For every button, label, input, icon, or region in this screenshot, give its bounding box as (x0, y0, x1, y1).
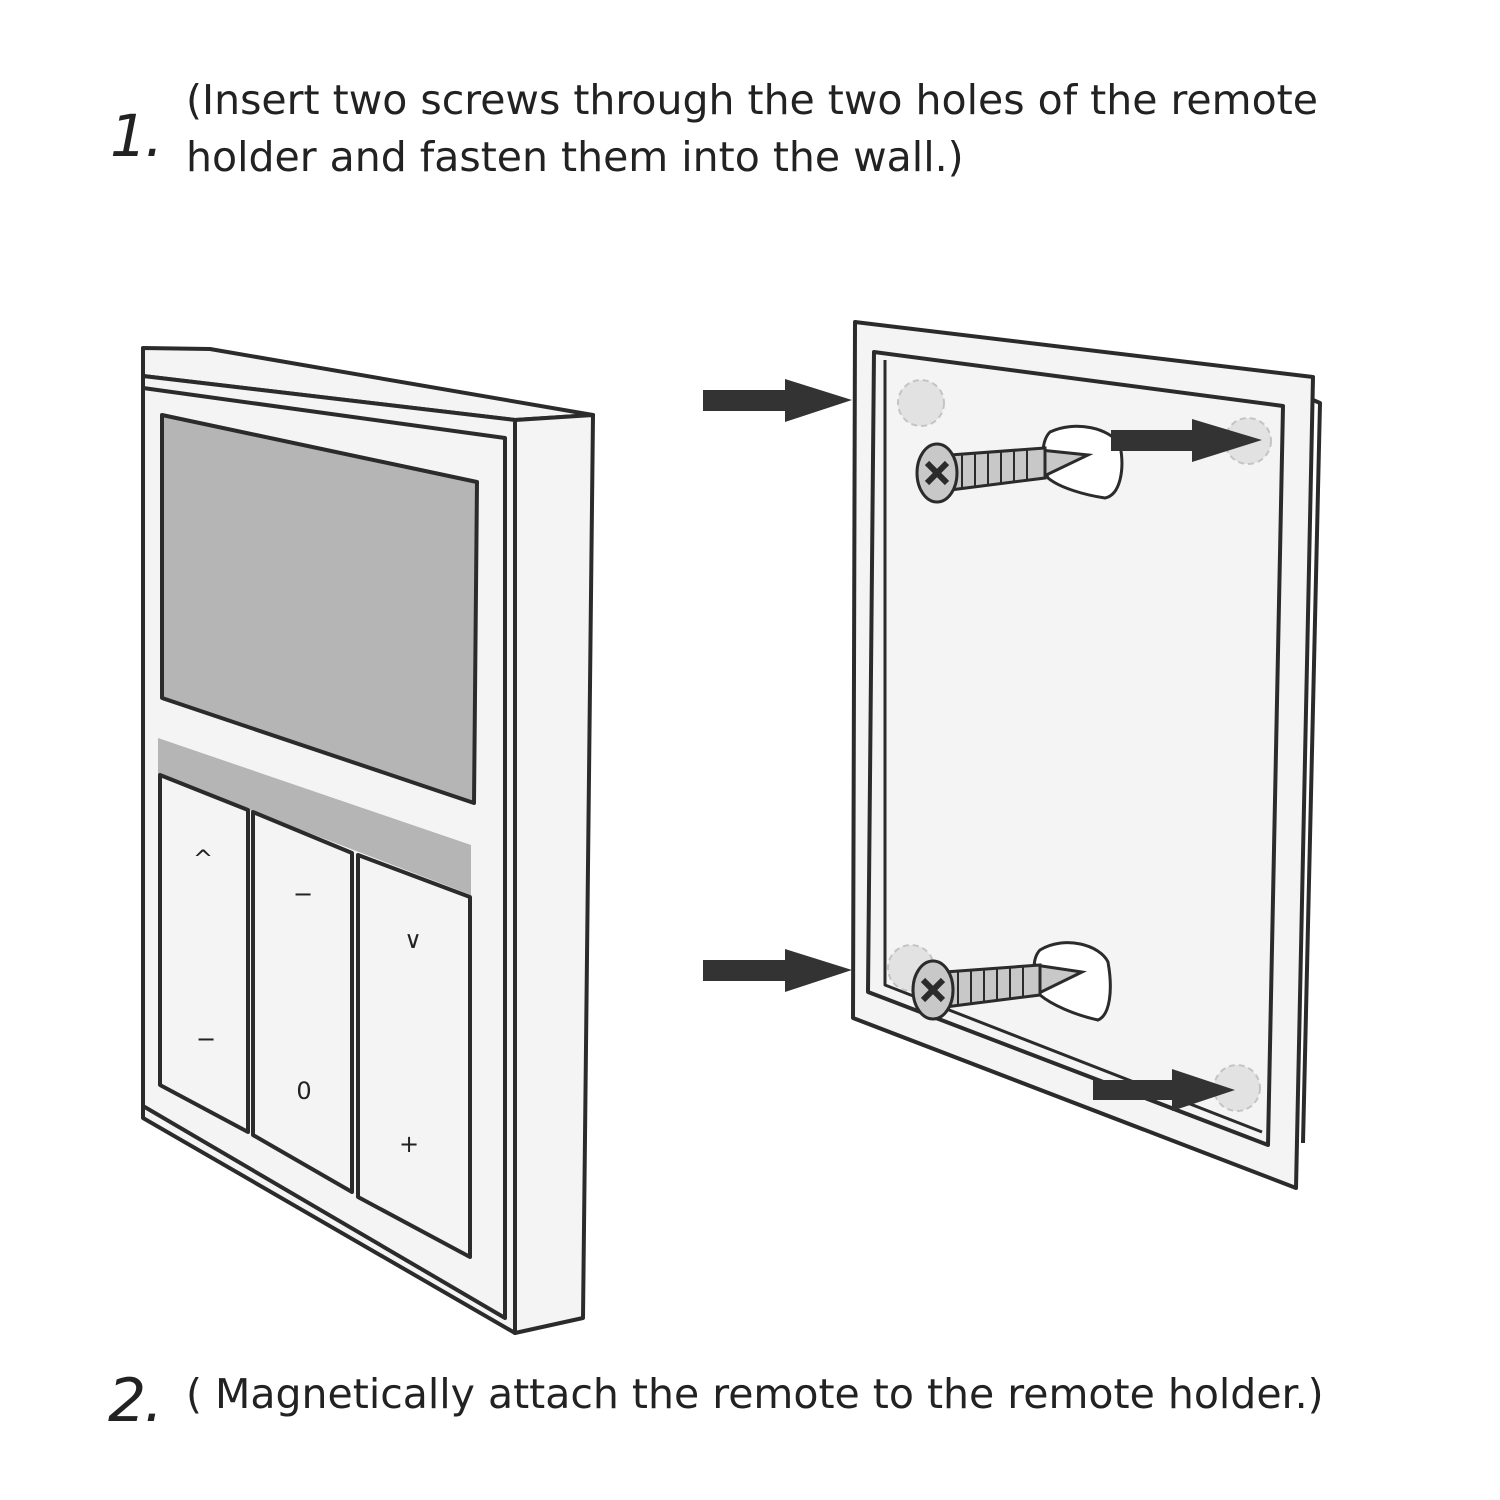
glyph-up: ^ (193, 845, 213, 873)
remote-screen (160, 413, 479, 805)
hole-top-left (897, 379, 945, 427)
step2-number: 2. (108, 1366, 163, 1436)
arrow-right-icon (1111, 419, 1262, 462)
remote-side (513, 413, 595, 1335)
button-right[interactable] (356, 853, 472, 1259)
screw-bottom (911, 941, 1112, 1022)
button-middle[interactable] (251, 810, 354, 1194)
step2-text: ( Magnetically attach the remote to the … (186, 1370, 1324, 1418)
arrow-right-icon (703, 949, 852, 992)
holder-back-edge (1301, 398, 1322, 1144)
remote-inner-border (141, 386, 507, 1320)
glyph-zero: 0 (296, 1077, 311, 1105)
step1-line1: (Insert two screws through the two holes… (186, 76, 1318, 124)
remote-strip (158, 738, 471, 895)
button-glyphs: ^ − ∨ − 0 + (193, 845, 422, 1158)
button-left[interactable] (158, 773, 250, 1134)
holder-inner (866, 350, 1285, 1147)
phillips-cross-icon (920, 977, 946, 1003)
arrows (703, 379, 1262, 1111)
step1-number: 1. (110, 102, 163, 170)
glyph-minus-left: − (196, 1025, 216, 1053)
remote-control (141, 346, 595, 1335)
phillips-cross-icon (924, 460, 950, 486)
glyph-down: ∨ (404, 926, 422, 954)
holes (887, 379, 1272, 1112)
glyph-minus-mid: − (293, 880, 313, 908)
arrow-right-icon (1093, 1069, 1235, 1111)
step1-line2: holder and fasten them into the wall.) (186, 133, 964, 181)
glyph-plus: + (399, 1130, 419, 1158)
arrow-right-icon (703, 379, 852, 422)
screw-top (915, 424, 1124, 504)
